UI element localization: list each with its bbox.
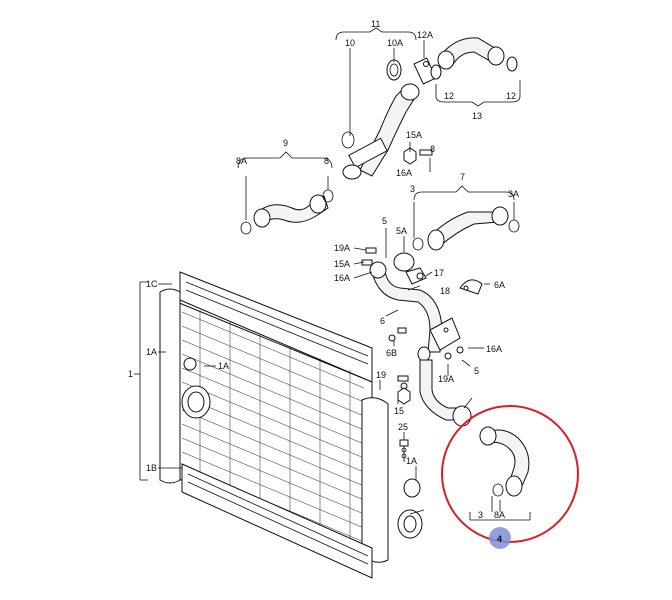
- hose-4: [479, 426, 530, 497]
- label-16a-top: 16A: [396, 168, 412, 178]
- label-15a-mid: 15A: [334, 259, 350, 269]
- radiator-core-grille: [181, 310, 365, 544]
- label-6a: 6A: [494, 280, 505, 290]
- hose-9: [240, 189, 334, 235]
- label-12-left: 12: [444, 91, 454, 101]
- label-25: 25: [398, 422, 408, 432]
- callout-labels: 11 10 10A 12A 12 12 13 15A 8 16A 9 8A 8 …: [128, 19, 519, 520]
- label-13: 13: [472, 111, 482, 121]
- label-3-bottom: 3: [478, 510, 483, 520]
- label-3-top: 3: [410, 184, 415, 194]
- label-12-right: 12: [506, 91, 516, 101]
- label-18: 18: [440, 286, 450, 296]
- pipe-6: [361, 247, 483, 362]
- leader-lines: [134, 27, 531, 521]
- label-3a: 3A: [508, 189, 519, 199]
- label-6: 6: [380, 316, 385, 326]
- label-10a: 10A: [387, 38, 403, 48]
- label-10: 10: [345, 38, 355, 48]
- label-19a-right: 19A: [438, 374, 454, 384]
- lower-pipe: [397, 359, 472, 462]
- hose-7: [412, 206, 520, 251]
- label-8-top: 8: [430, 144, 435, 154]
- label-15: 15: [394, 406, 404, 416]
- label-1c: 1C: [146, 279, 158, 289]
- label-1: 1: [128, 369, 133, 379]
- label-12a: 12A: [417, 30, 433, 40]
- label-1a-inner: 1A: [218, 361, 229, 371]
- label-9: 9: [283, 138, 288, 148]
- label-6b: 6B: [386, 348, 397, 358]
- label-19: 19: [376, 370, 386, 380]
- intercooler-radiator: [159, 271, 423, 579]
- highlight-circle: [441, 405, 579, 543]
- label-5a: 5A: [396, 226, 407, 236]
- label-8a-bottom: 8A: [494, 510, 505, 520]
- label-15a-top: 15A: [406, 130, 422, 140]
- label-5: 5: [382, 216, 387, 226]
- label-7: 7: [460, 172, 465, 182]
- label-1b: 1B: [146, 463, 157, 473]
- label-1a-left: 1A: [146, 347, 157, 357]
- label-17: 17: [434, 268, 444, 278]
- part-4-marker: [489, 527, 511, 549]
- label-11: 11: [371, 19, 380, 29]
- label-4: 4: [497, 534, 502, 544]
- label-19a-top: 19A: [334, 243, 350, 253]
- upper-pipe-assembly: [341, 37, 518, 180]
- label-8-mid: 8: [324, 156, 329, 166]
- label-5-right: 5: [474, 366, 479, 376]
- label-16a-mid: 16A: [334, 273, 350, 283]
- label-8a-top: 8A: [236, 156, 247, 166]
- label-1a-right: 1A: [406, 456, 417, 466]
- label-16a-right: 16A: [486, 344, 502, 354]
